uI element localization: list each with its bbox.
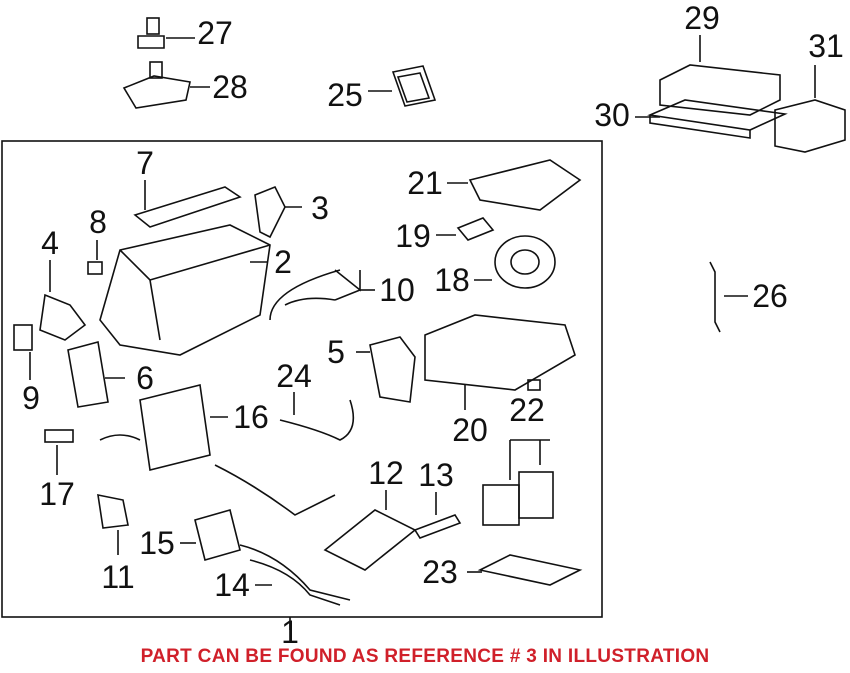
part-25-seal [368,65,437,107]
ref-12: 12 [368,455,404,491]
ref-22: 22 [509,392,545,428]
part-28-sensor [122,61,210,109]
ref-9: 9 [22,380,40,416]
ref-30: 30 [594,97,630,133]
part-12-heater-core [323,490,417,571]
ref-17: 17 [39,476,75,512]
part-23-cover [467,554,583,586]
ref-7: 7 [136,145,154,181]
part-6-duct [67,341,125,408]
reference-caption: PART CAN BE FOUND AS REFERENCE # 3 IN IL… [140,646,710,667]
part-10-hoses [269,269,375,321]
part-11-bracket [97,493,129,555]
ref-16: 16 [233,399,269,435]
ref-6: 6 [136,360,154,396]
ref-4: 4 [41,225,59,261]
ref-3: 3 [311,190,329,226]
ref-10: 10 [379,272,415,308]
assembly-box [1,140,603,618]
part-17-valve [44,429,74,475]
part-26-sensor-wire [709,261,748,333]
part-31-filter-cover [774,65,846,153]
ref-20: 20 [452,412,488,448]
ref-27: 27 [197,15,233,51]
ref-28: 28 [212,69,248,105]
ref-5: 5 [327,334,345,370]
part-3-actuator [254,185,302,239]
ref-29: 29 [684,0,720,36]
ref-31: 31 [808,28,844,64]
part-16-evaporator [99,384,228,471]
part-27-sensor [137,17,195,49]
ref-8: 8 [89,204,107,240]
ref-19: 19 [395,218,431,254]
ref-26: 26 [752,278,788,314]
part-8-sensor [87,240,103,275]
ref-1: 1 [281,614,299,650]
ref-15: 15 [139,525,175,561]
part-5-duct [356,336,416,403]
part-2-heater-case [99,224,271,356]
ref-21: 21 [407,165,443,201]
part-19-bracket [436,217,495,241]
part-9-clip [13,324,33,380]
ref-23: 23 [422,554,458,590]
part-21-blower-housing [447,159,582,211]
part-14-pipes [239,544,351,606]
ref-13: 13 [418,457,454,493]
part-20-blower-case [424,314,576,410]
ref-18: 18 [434,262,470,298]
part-30-cabin-filter [635,99,788,139]
part-18-blower-motor [474,235,556,289]
ref-14: 14 [214,567,250,603]
part-13-gasket [413,492,462,539]
part-24-harness [214,392,355,516]
ref-24: 24 [276,358,312,394]
part-4-actuator [39,260,87,341]
ref-11: 11 [101,559,135,595]
ref-25: 25 [327,77,363,113]
part-22-filters [482,379,554,526]
part-15-panel [180,509,241,561]
part-7-door [133,180,242,228]
ref-2: 2 [274,244,292,280]
part-29-filter-housing [659,35,781,116]
